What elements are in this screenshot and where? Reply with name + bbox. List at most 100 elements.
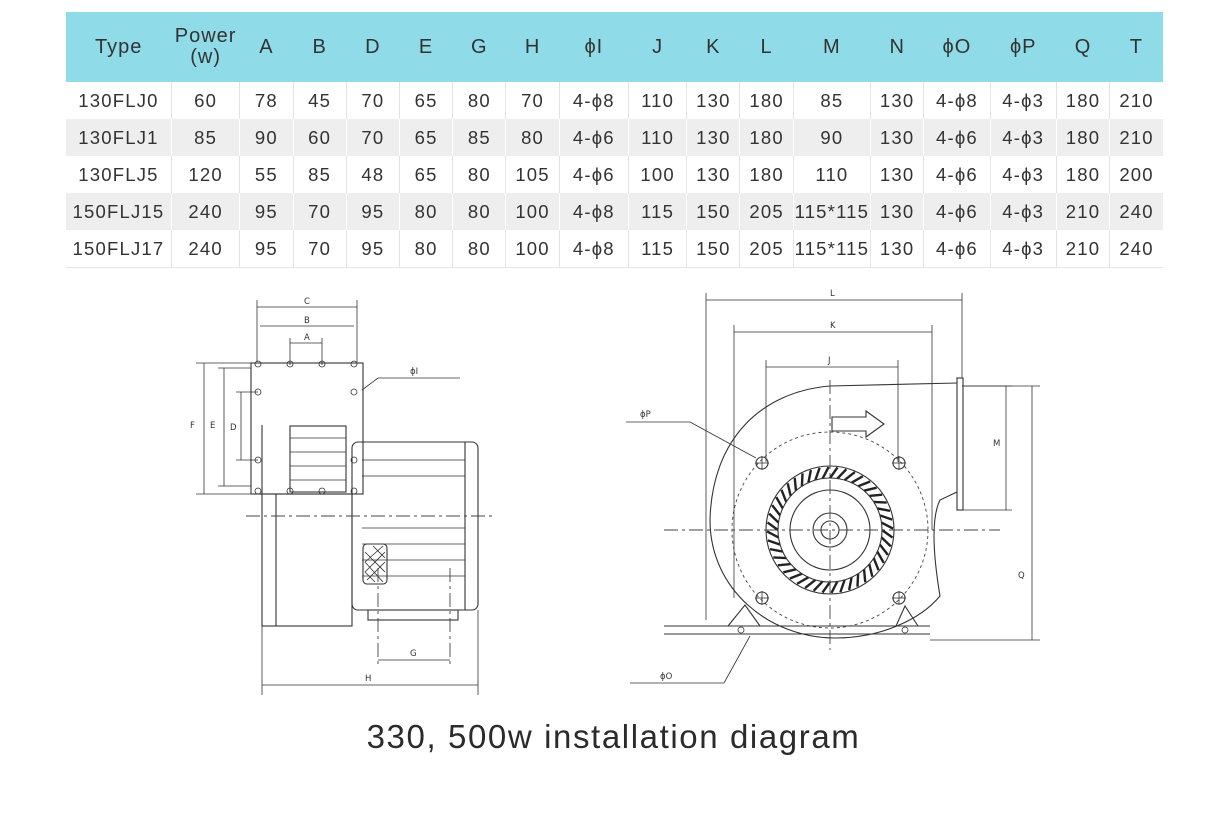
impeller-blade: [876, 551, 885, 564]
diagram-caption: 330, 500w installation diagram: [366, 718, 861, 755]
impeller-blade: [821, 581, 831, 594]
column-header: Type: [66, 12, 172, 82]
impeller-blade: [879, 514, 893, 521]
spec-cell: 95: [345, 193, 400, 230]
spec-cell: 4-ϕ8: [923, 82, 991, 119]
spec-cell: 240: [1109, 230, 1163, 268]
spec-cell: 150: [686, 193, 740, 230]
spec-cell: 180: [1055, 156, 1110, 193]
spec-cell: 205: [739, 193, 794, 230]
spec-cell: 130: [870, 230, 924, 268]
spec-cell: 70: [292, 193, 347, 230]
dim-phi-p-label: ϕP: [640, 410, 651, 420]
spec-cell: 80: [398, 230, 453, 268]
spec-cell: 130: [686, 119, 740, 156]
impeller-blade: [766, 530, 780, 539]
impeller-blade: [839, 579, 846, 593]
column-header: T: [1109, 12, 1163, 82]
foot-left: [727, 604, 761, 627]
spec-cell: 80: [398, 193, 453, 230]
impeller-blade: [796, 576, 809, 585]
phi-p-leader: [689, 421, 757, 459]
dim-c-label: C: [304, 297, 310, 307]
spec-cell: 130: [870, 193, 924, 230]
spec-cell: 4-ϕ6: [923, 119, 991, 156]
impeller-blade: [856, 573, 860, 587]
spec-cell: 90: [792, 119, 871, 156]
dim-g-label: G: [410, 649, 417, 659]
dim-k-label: K: [830, 321, 836, 331]
impeller-blade: [863, 486, 877, 492]
spec-cell: 115: [627, 230, 687, 268]
foot-right: [895, 604, 919, 627]
impeller-blade: [789, 572, 803, 580]
impeller-blade: [881, 529, 894, 539]
dim-phi-i-label: ϕI: [410, 367, 418, 377]
spec-cell: 80: [505, 119, 560, 156]
model-cell: 150FLJ15: [66, 193, 172, 230]
spec-cell: 4-ϕ3: [989, 119, 1057, 156]
spec-cell: 4-ϕ6: [923, 230, 991, 268]
spec-cell: 115*115: [792, 230, 871, 268]
dim-e-label: E: [210, 421, 215, 431]
impeller-blade: [807, 469, 813, 483]
spec-cell: 80: [452, 193, 506, 230]
dim-h-label: H: [365, 674, 371, 684]
impeller-blade: [771, 504, 782, 517]
spec-cell: 85: [792, 82, 871, 119]
column-header: Power(w): [171, 12, 240, 82]
column-header: N: [870, 12, 924, 82]
column-header-line: Power: [174, 25, 237, 47]
impeller-blade: [878, 543, 889, 556]
spec-cell: 70: [505, 82, 560, 119]
impeller-blade: [873, 500, 887, 504]
spec-cell: 4-ϕ6: [558, 119, 629, 156]
side-foot: [367, 609, 459, 621]
model-cell: 150FLJ17: [66, 230, 172, 268]
spec-cell: 48: [345, 156, 400, 193]
spec-cell: 45: [292, 82, 347, 119]
spec-cell: 4-ϕ6: [558, 156, 629, 193]
spec-cell: 180: [739, 119, 794, 156]
spec-cell: 80: [452, 156, 506, 193]
spec-cell: 95: [345, 230, 400, 268]
spec-cell: 85: [170, 119, 240, 156]
spec-cell: 210: [1055, 230, 1110, 268]
dim-q-label: Q: [1018, 571, 1025, 581]
spec-cell: 120: [170, 156, 240, 193]
impeller-blade: [793, 477, 798, 491]
spec-cell: 130: [870, 82, 924, 119]
impeller-blade: [847, 577, 853, 591]
spec-cell: 95: [239, 193, 293, 230]
impeller-blade: [829, 466, 839, 479]
impeller-blade: [800, 473, 804, 487]
impeller-blade: [766, 521, 779, 531]
column-header: E: [399, 12, 453, 82]
model-cell: 130FLJ5: [66, 156, 172, 193]
impeller-blade: [814, 467, 821, 481]
spec-cell: 4-ϕ3: [989, 156, 1057, 193]
impeller-blade: [869, 493, 883, 498]
column-header: B: [293, 12, 347, 82]
spec-cell: 110: [792, 156, 871, 193]
motor-fins: [362, 459, 465, 577]
spec-cell: 150: [686, 230, 740, 268]
impeller-blades: [766, 466, 894, 594]
impeller-blade: [862, 569, 867, 583]
impeller-blade: [830, 580, 839, 594]
spec-cell: 85: [292, 156, 347, 193]
impeller-blade: [783, 568, 797, 574]
spec-cell: 4-ϕ8: [558, 193, 629, 230]
spec-cell: 65: [398, 82, 453, 119]
spec-cell: 115*115: [792, 193, 871, 230]
spec-cell: 65: [398, 119, 453, 156]
impeller-blade: [804, 578, 817, 589]
impeller-blade: [821, 466, 830, 480]
spec-cell: 4-ϕ8: [558, 230, 629, 268]
impeller-blade: [877, 507, 891, 513]
